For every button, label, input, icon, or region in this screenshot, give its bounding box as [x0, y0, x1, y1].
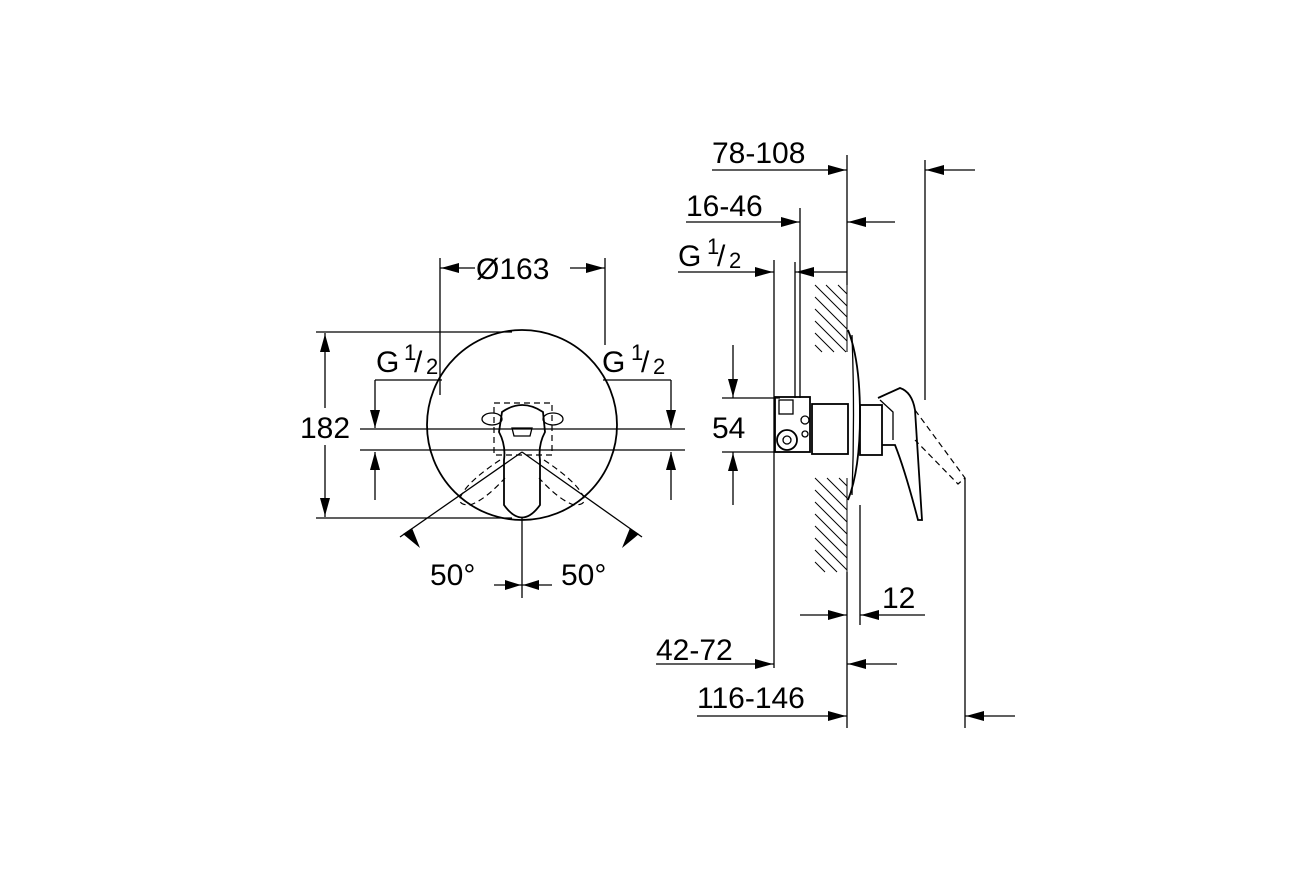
thread-right-arrow-bottom [666, 452, 676, 470]
valve-port-outer [776, 429, 798, 451]
dim-12-arrow-right [861, 610, 879, 620]
thread-left-g: G [376, 346, 399, 379]
angle-line-right [521, 451, 643, 538]
rotated-lever-right [538, 459, 585, 506]
rotated-lever-left [459, 459, 506, 506]
dim-116-146-lever-arrow [966, 711, 984, 721]
thread-left-sep: / [414, 346, 423, 379]
dim-116-146-label: 116-146 [697, 682, 805, 715]
side-lever-rotated [914, 409, 966, 485]
dim-116-146-arrow [828, 711, 846, 721]
angle-dim-arrow-left [505, 580, 521, 590]
diameter-arrow-left [441, 263, 459, 273]
thread-right-num: 1 [631, 340, 643, 365]
lever-top-detail [511, 427, 533, 437]
height-arrow-bottom [320, 498, 330, 516]
dim-78-108-arrow [828, 165, 846, 175]
side-thread-g: G [678, 240, 701, 273]
thread-right-g: G [602, 346, 625, 379]
valve-screw [800, 415, 810, 425]
side-thread-sep: / [717, 240, 726, 273]
valve-top-block [778, 399, 794, 415]
height-label: 182 [300, 412, 350, 445]
valve-body-left [774, 396, 811, 453]
side-escutcheon-inner [851, 334, 855, 496]
cartridge-sleeve [859, 404, 883, 456]
front-view: 50° 50° Ø163 182 G 1 / 2 G 1 [300, 253, 685, 598]
side-view: 78-108 16-46 G 1 / 2 54 12 [656, 137, 1015, 728]
dim-78-108-label: 78-108 [712, 137, 805, 170]
valve-port-inner [782, 435, 792, 445]
thread-left-num: 1 [404, 340, 416, 365]
dim-12-label: 12 [882, 582, 915, 615]
side-lever-top [879, 399, 894, 440]
angle-arrow-left [403, 528, 420, 548]
hidden-body-outline [493, 402, 553, 456]
thread-right-den: 2 [653, 354, 665, 379]
wall-hatch-bottom [814, 477, 848, 573]
dim-42-72-wall-arrow [848, 659, 866, 669]
thread-right-sep: / [641, 346, 650, 379]
lever-handle [498, 404, 546, 519]
thread-left-arrow-bottom [370, 452, 380, 470]
dim-42-72-arrow [755, 659, 773, 669]
dim-16-46-label: 16-46 [686, 190, 763, 223]
dim-12-arrow-left [828, 610, 846, 620]
angle-dim-arrow-right [523, 580, 539, 590]
side-thread-wall-arrow [796, 267, 814, 277]
valve-screw-2 [801, 430, 809, 438]
lever-left-wing [481, 412, 503, 426]
side-lever [877, 387, 923, 521]
height-arrow-top [320, 334, 330, 352]
dim-16-46-arrow [781, 217, 799, 227]
diameter-arrow-right [586, 263, 604, 273]
diameter-label: Ø163 [476, 253, 549, 286]
side-thread-arrow [755, 267, 773, 277]
side-thread-num: 1 [707, 234, 719, 259]
escutcheon-circle [426, 329, 618, 521]
angle-left-label: 50° [430, 559, 475, 592]
side-thread-den: 2 [729, 248, 741, 273]
thread-left-den: 2 [426, 354, 438, 379]
angle-line-left [399, 451, 523, 538]
dim-16-46-wall-arrow [848, 217, 866, 227]
dim-54-arrow-bottom [728, 453, 738, 471]
wall-hatch-top [814, 284, 848, 353]
angle-arrow-right [622, 528, 639, 548]
dim-42-72-label: 42-72 [656, 634, 733, 667]
thread-left-arrow-top [370, 410, 380, 428]
dim-54-arrow-top [728, 379, 738, 397]
dim-78-108-lever-arrow [926, 165, 944, 175]
angle-right-label: 50° [561, 559, 606, 592]
valve-body-core [811, 403, 849, 455]
thread-right-arrow-top [666, 410, 676, 428]
lever-right-wing [542, 412, 564, 426]
dim-54-label: 54 [712, 412, 745, 445]
